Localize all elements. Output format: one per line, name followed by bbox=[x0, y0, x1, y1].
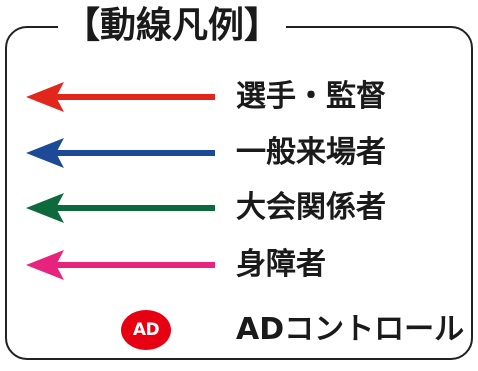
ad-control-badge: AD bbox=[121, 310, 171, 350]
legend-item-officials: 大会関係者 bbox=[0, 188, 478, 228]
legend-title: 【動線凡例】 bbox=[58, 4, 287, 48]
arrow-head bbox=[26, 193, 64, 223]
legend-label: 選手・監督 bbox=[236, 79, 386, 114]
arrow-head bbox=[26, 138, 64, 168]
ad-control-label: ADコントロール bbox=[236, 312, 465, 347]
legend-item-general-visitors: 一般来場者 bbox=[0, 133, 478, 173]
legend-item-disabled: 身障者 bbox=[0, 245, 478, 285]
legend-label: 身障者 bbox=[236, 247, 326, 282]
arrow-head bbox=[26, 250, 64, 280]
legend-item-players: 選手・監督 bbox=[0, 77, 478, 117]
arrow-head bbox=[26, 82, 64, 112]
arrow-left-icon bbox=[26, 193, 215, 223]
arrow-left-icon bbox=[26, 250, 215, 280]
legend-item-ad-control: ADコントロール bbox=[0, 310, 478, 350]
legend-label: 一般来場者 bbox=[236, 135, 386, 170]
arrow-left-icon bbox=[26, 82, 215, 112]
arrow-left-icon bbox=[26, 138, 215, 168]
legend-label: 大会関係者 bbox=[236, 190, 386, 225]
